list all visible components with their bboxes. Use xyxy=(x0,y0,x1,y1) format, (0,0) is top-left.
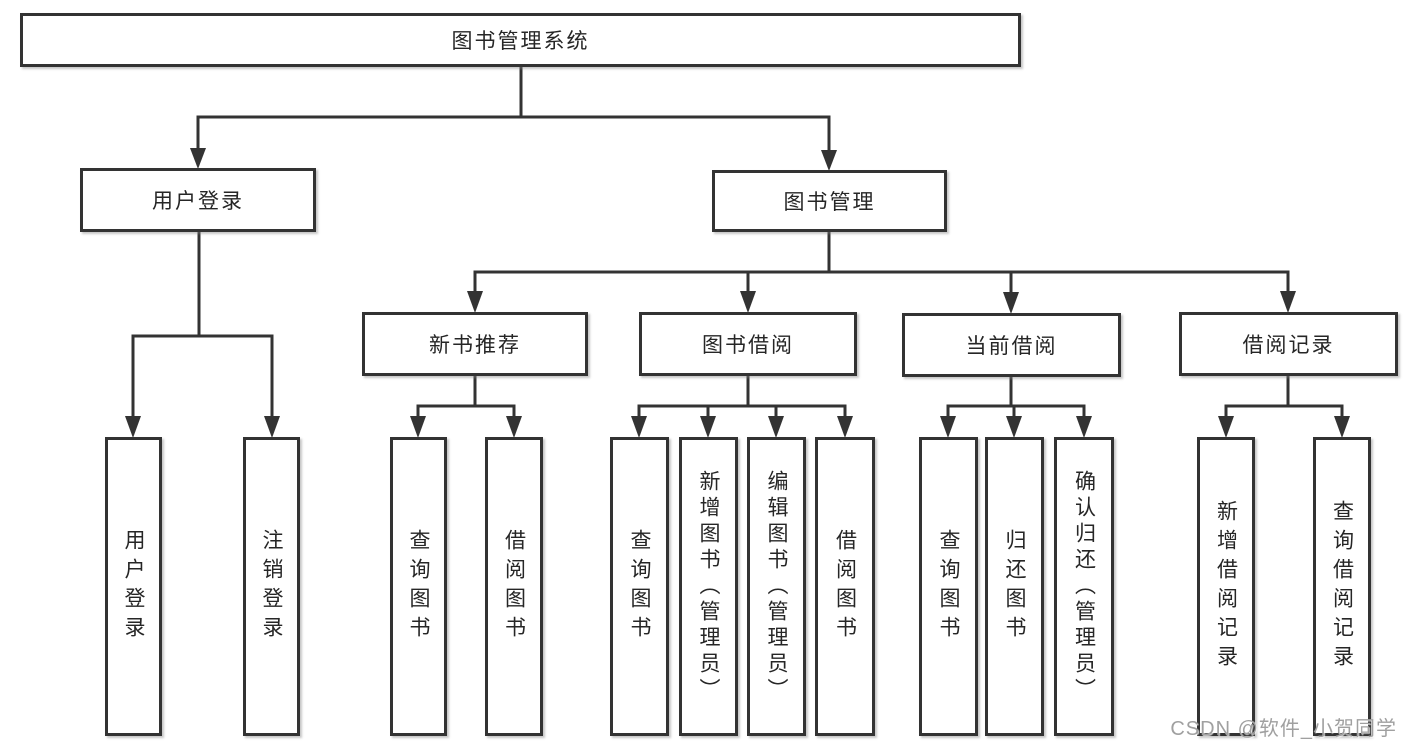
leaf-add-book-admin: 新增图书（管理员） xyxy=(679,437,738,736)
leaf-borrow-books-recommend-label: 借阅图书 xyxy=(502,528,526,645)
node-borrowing-records-label: 借阅记录 xyxy=(1242,334,1335,357)
node-book-borrowing-label: 图书借阅 xyxy=(702,334,794,357)
leaf-query-books-current-label: 查询图书 xyxy=(937,528,960,645)
node-borrowing-records: 借阅记录 xyxy=(1179,312,1398,376)
node-root-system: 图书管理系统 xyxy=(20,13,1021,67)
leaf-query-books-recommend-label: 查询图书 xyxy=(407,528,430,645)
leaf-query-borrow-record: 查询借阅记录 xyxy=(1313,437,1371,736)
node-current-borrowing-label: 当前借阅 xyxy=(965,335,1058,358)
leaf-return-book-label: 归还图书 xyxy=(1003,528,1026,645)
leaf-user-login-label: 用户登录 xyxy=(122,528,145,645)
leaf-edit-book-admin-label: 编辑图书（管理员） xyxy=(765,469,788,704)
leaf-confirm-return-admin-label: 确认归还（管理员） xyxy=(1072,469,1096,704)
node-new-book-recommend: 新书推荐 xyxy=(362,312,588,376)
leaf-user-login: 用户登录 xyxy=(105,437,162,736)
leaf-borrow-books-label: 借阅图书 xyxy=(833,528,857,645)
node-book-borrowing: 图书借阅 xyxy=(639,312,857,376)
leaf-confirm-return-admin: 确认归还（管理员） xyxy=(1054,437,1114,736)
leaf-logout-label: 注销登录 xyxy=(260,528,283,645)
node-root-system-label: 图书管理系统 xyxy=(451,30,590,53)
leaf-add-borrow-record-label: 新增借阅记录 xyxy=(1214,499,1238,674)
leaf-add-borrow-record: 新增借阅记录 xyxy=(1197,437,1255,736)
leaf-query-books-current: 查询图书 xyxy=(919,437,978,736)
leaf-return-book: 归还图书 xyxy=(985,437,1044,736)
csdn-watermark: CSDN @软件_小贺同学 xyxy=(1170,718,1397,740)
leaf-borrow-books: 借阅图书 xyxy=(815,437,875,736)
node-book-management-label: 图书管理 xyxy=(783,191,876,214)
leaf-edit-book-admin: 编辑图书（管理员） xyxy=(747,437,806,736)
leaf-query-borrow-record-label: 查询借阅记录 xyxy=(1330,499,1354,674)
leaf-query-books-recommend: 查询图书 xyxy=(390,437,447,736)
node-user-login-label: 用户登录 xyxy=(152,190,244,213)
node-user-login: 用户登录 xyxy=(80,168,316,232)
node-new-book-recommend-label: 新书推荐 xyxy=(429,334,521,357)
node-current-borrowing: 当前借阅 xyxy=(902,313,1121,377)
node-book-management: 图书管理 xyxy=(712,170,947,232)
leaf-query-books-borrow-label: 查询图书 xyxy=(628,528,651,645)
leaf-add-book-admin-label: 新增图书（管理员） xyxy=(697,469,720,704)
leaf-logout: 注销登录 xyxy=(243,437,300,736)
leaf-borrow-books-recommend: 借阅图书 xyxy=(485,437,543,736)
leaf-query-books-borrow: 查询图书 xyxy=(610,437,669,736)
